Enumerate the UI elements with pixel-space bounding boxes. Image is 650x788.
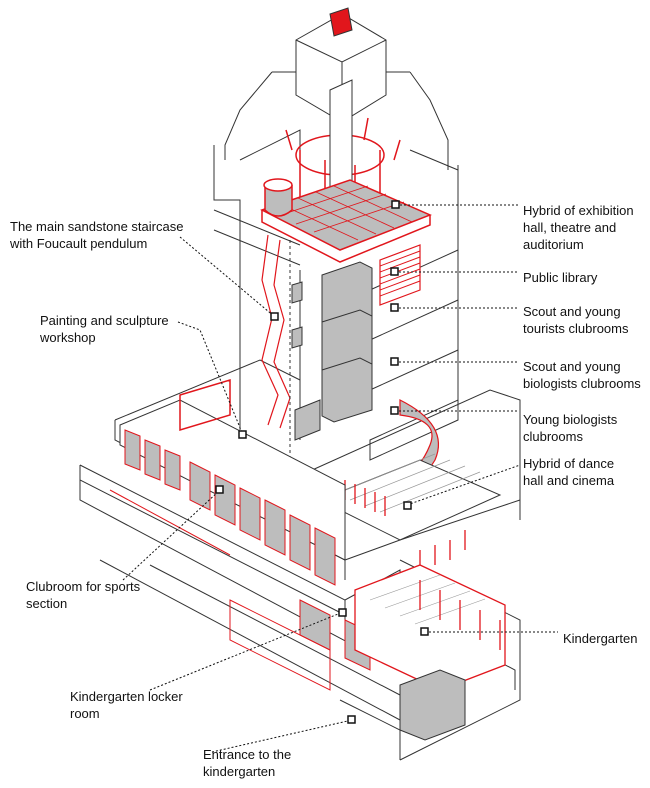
label-line: with Foucault pendulum [10, 236, 148, 251]
label-library: Public library [523, 269, 597, 286]
lower-outline [109, 489, 331, 691]
label-entrance: Entrance to the kindergarten [203, 746, 291, 780]
label-dance: Hybrid of dance hall and cinema [523, 455, 614, 489]
label-line: section [26, 596, 68, 611]
stair-cylinder [263, 178, 293, 217]
label-line: auditorium [523, 237, 584, 252]
label-line: clubrooms [523, 429, 583, 444]
label-exhibition: Hybrid of exhibition hall, theatre and a… [523, 202, 634, 253]
label-line: Painting and sculpture [40, 313, 169, 328]
label-line: Kindergarten locker [70, 689, 183, 704]
label-line: Young biologists [523, 412, 618, 427]
label-line: Clubroom for sports [26, 579, 141, 594]
label-line: Entrance to the [203, 747, 292, 762]
main-staircase [261, 234, 291, 429]
library-block [379, 244, 421, 306]
long-wing-rooms [119, 378, 371, 671]
label-line: Kindergarten [563, 631, 638, 646]
label-line: tourists clubrooms [523, 321, 629, 336]
label-kindergarten: Kindergarten [563, 630, 637, 647]
label-painting: Painting and sculpture workshop [40, 312, 169, 346]
chimney-cap [329, 7, 353, 37]
label-line: kindergarten [203, 764, 276, 779]
label-young-biologists: Young biologists clubrooms [523, 411, 617, 445]
label-line: The main sandstone staircase [10, 219, 184, 234]
dance-hall [318, 453, 502, 570]
label-line: Public library [523, 270, 598, 285]
label-line: workshop [40, 330, 96, 345]
label-line: hall, theatre and [523, 220, 617, 235]
exhibition-floor [260, 179, 432, 263]
label-line: Hybrid of dance [523, 456, 615, 471]
label-staircase: The main sandstone staircase with Foucau… [10, 218, 183, 252]
label-line: room [70, 706, 100, 721]
label-line: Scout and young [523, 304, 621, 319]
label-line: biologists clubrooms [523, 376, 641, 391]
location-markers [215, 200, 429, 724]
leader-lines [122, 204, 558, 753]
label-line: hall and cinema [523, 473, 615, 488]
label-locker: Kindergarten locker room [70, 688, 183, 722]
label-scout-biologists: Scout and young biologists clubrooms [523, 358, 641, 392]
label-line: Scout and young [523, 359, 621, 374]
label-line: Hybrid of exhibition [523, 203, 634, 218]
tower-clubrooms [291, 261, 373, 441]
kindergarten-wing [354, 564, 506, 741]
label-scout-tourists: Scout and young tourists clubrooms [523, 303, 628, 337]
label-clubroom-sports: Clubroom for sports section [26, 578, 140, 612]
